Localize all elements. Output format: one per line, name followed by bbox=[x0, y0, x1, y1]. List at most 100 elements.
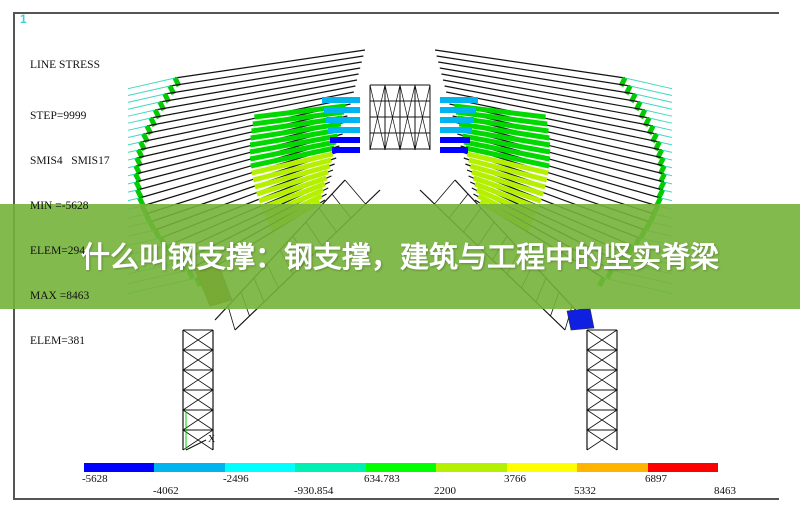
fan-line bbox=[127, 133, 144, 139]
plot-title: LINE STRESS bbox=[30, 59, 100, 71]
fan-line bbox=[127, 101, 160, 110]
plot-info: LINE STRESS STEP=9999 SMIS4 SMIS17 MIN =… bbox=[30, 28, 110, 379]
legend-label: 6897 bbox=[645, 473, 667, 485]
fan-line bbox=[127, 141, 141, 146]
arch-member bbox=[140, 97, 353, 143]
stress-band bbox=[656, 188, 665, 200]
stress-band bbox=[249, 133, 339, 155]
stress-band bbox=[251, 151, 334, 176]
arch-member bbox=[436, 55, 631, 87]
triad-x-label: X bbox=[208, 434, 216, 445]
arch-member bbox=[439, 67, 641, 103]
arch-member bbox=[446, 91, 657, 135]
fan-line bbox=[127, 157, 137, 161]
tower-brace bbox=[182, 329, 214, 351]
stress-band bbox=[250, 121, 342, 141]
arch-member bbox=[447, 97, 660, 143]
stress-band bbox=[471, 169, 544, 197]
arch-member bbox=[174, 49, 366, 79]
center-truss bbox=[414, 84, 431, 151]
stress-band bbox=[458, 121, 550, 141]
tower-brace bbox=[586, 429, 618, 451]
stress-band bbox=[468, 157, 548, 183]
tower-brace bbox=[586, 329, 618, 351]
fan-line bbox=[127, 93, 165, 103]
stress-band bbox=[469, 163, 546, 190]
stress-band bbox=[249, 127, 340, 148]
fan-line bbox=[649, 117, 673, 124]
legend-label: 5332 bbox=[574, 485, 596, 497]
stress-band bbox=[252, 109, 345, 127]
fan-line bbox=[127, 77, 176, 90]
legend-swatch bbox=[295, 463, 366, 472]
legend-label: 3766 bbox=[504, 473, 526, 485]
legend-label: 8463 bbox=[714, 485, 736, 497]
stress-band bbox=[256, 169, 329, 197]
stress-band bbox=[135, 188, 144, 200]
arch-member bbox=[143, 91, 354, 135]
legend-swatch bbox=[365, 463, 437, 472]
legend-label: -5628 bbox=[82, 473, 108, 485]
fan-line bbox=[661, 149, 673, 153]
info-line: MIN =-5628 bbox=[30, 200, 89, 212]
info-line: ELEM=294 bbox=[30, 245, 86, 257]
tower-brace bbox=[182, 349, 214, 371]
stress-band bbox=[250, 145, 335, 169]
fan-line bbox=[660, 197, 673, 202]
stress-band bbox=[461, 133, 551, 155]
fan-line bbox=[127, 165, 136, 169]
fan-line bbox=[652, 125, 673, 131]
legend-color-bar bbox=[84, 463, 718, 472]
stress-band bbox=[466, 151, 549, 176]
fan-line bbox=[127, 109, 156, 117]
center-truss bbox=[399, 84, 416, 151]
arch-member bbox=[159, 67, 361, 103]
stress-band bbox=[249, 139, 337, 162]
fan-line bbox=[663, 157, 673, 161]
tower-brace bbox=[182, 369, 214, 391]
fan-line bbox=[644, 109, 673, 117]
fan-line bbox=[127, 189, 138, 193]
tower-brace bbox=[586, 349, 618, 371]
fan-line bbox=[127, 197, 140, 202]
tower-brace bbox=[182, 409, 214, 431]
truss-brace bbox=[434, 179, 456, 205]
legend-swatch bbox=[577, 463, 648, 472]
fan-line bbox=[656, 133, 673, 139]
info-line: STEP=9999 bbox=[30, 110, 87, 122]
info-line: SMIS4 SMIS17 bbox=[30, 155, 110, 167]
title-banner: 什么叫钢支撑：钢支撑，建筑与工程中的坚实脊梁 bbox=[0, 204, 800, 309]
legend-swatch bbox=[84, 463, 155, 472]
center-truss bbox=[384, 84, 401, 151]
stress-band bbox=[463, 139, 551, 162]
fan-line bbox=[664, 165, 673, 169]
compression-element bbox=[566, 307, 595, 331]
fan-line bbox=[630, 85, 673, 96]
legend-swatch bbox=[647, 463, 718, 472]
arch-member bbox=[150, 79, 358, 119]
arch-member bbox=[164, 61, 362, 95]
arch-member bbox=[146, 85, 356, 127]
info-line: MAX =8463 bbox=[30, 290, 90, 302]
arch-member bbox=[444, 85, 654, 127]
fan-line bbox=[127, 85, 170, 96]
tower-brace bbox=[586, 409, 618, 431]
arch-member bbox=[434, 49, 626, 79]
fan-line bbox=[663, 181, 673, 185]
tower-brace bbox=[586, 389, 618, 411]
banner-title: 什么叫钢支撑：钢支撑，建筑与工程中的坚实脊梁 bbox=[80, 239, 719, 274]
stress-band bbox=[254, 163, 331, 190]
stress-band bbox=[455, 109, 548, 127]
arch-member bbox=[438, 61, 636, 95]
arch-member bbox=[155, 73, 359, 111]
window-number: 1 bbox=[20, 12, 27, 26]
fan-line bbox=[127, 149, 139, 153]
arch-member bbox=[441, 73, 645, 111]
legend-swatch bbox=[506, 463, 578, 472]
fan-line bbox=[659, 141, 673, 146]
truss-brace bbox=[344, 179, 366, 205]
arch-member bbox=[442, 79, 650, 119]
fan-line bbox=[640, 101, 673, 110]
legend-label: -930.854 bbox=[294, 485, 334, 497]
